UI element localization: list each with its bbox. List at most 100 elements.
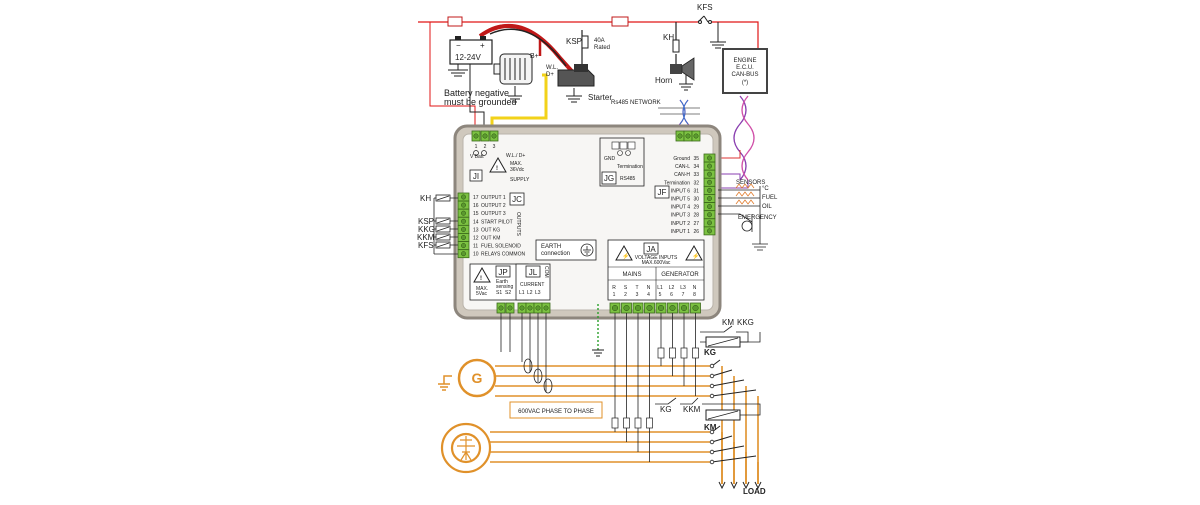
rs485-pin (619, 141, 628, 150)
high-voltage-warning-icon: ⚡ (685, 244, 703, 261)
output-pin-number: 17 (473, 195, 479, 201)
terminal-screw-icon (707, 212, 712, 218)
ji-connector-label: JI (473, 172, 479, 181)
terminal-screw-icon (527, 305, 533, 311)
jl-connector-label: JL (529, 268, 538, 277)
terminal-screw-icon (482, 133, 488, 139)
current-transformer-icon (533, 368, 543, 384)
relay-coil-diagonal (436, 242, 450, 248)
rs485-screw-icon (617, 150, 623, 156)
left-kkg-label: KKG (418, 225, 435, 234)
ja-phase-label: N (693, 285, 697, 291)
jc-connector-label: JC (512, 195, 522, 204)
terminal-screw-icon (707, 228, 712, 234)
load-arrow-icon (754, 481, 762, 490)
input-label: INPUT 6 (671, 188, 690, 194)
svg-text:⚡: ⚡ (692, 252, 699, 260)
alternator-wl-label: W.L. (546, 65, 558, 71)
power-circuit (438, 304, 762, 490)
rs485-gnd-label: GND (604, 156, 616, 162)
contact-point (709, 459, 715, 465)
terminal-screw-icon (707, 179, 712, 185)
ecu-line1: ENGINE (733, 58, 756, 64)
bottom-terminal-block[interactable] (496, 302, 701, 314)
sensor-wiring (718, 183, 768, 251)
ja-pin-number: 4 (647, 292, 650, 298)
kh-top-label: KH (663, 33, 674, 42)
jl-pin-l2: L2 (527, 290, 533, 296)
terminal-screw-icon (491, 133, 497, 139)
fuse-icon (623, 417, 630, 429)
terminal-screw-icon (461, 210, 466, 216)
relay-coil-diagonal (436, 195, 450, 201)
input-pin-number: 28 (693, 213, 699, 219)
jp-max-line2: 5Vac (476, 291, 488, 297)
left-kh-label: KH (420, 194, 431, 203)
engine-ecu-box: ENGINE E.C.U. CAN-BUS (*) (722, 48, 768, 94)
terminal-screw-icon (657, 304, 665, 312)
ecu-line2: E.C.U. (736, 65, 754, 71)
fuse-icon (447, 16, 463, 27)
generator-symbol: G (472, 370, 483, 386)
output-pin-number: 11 (473, 244, 478, 250)
ja-pin-number: 6 (670, 292, 673, 298)
horn-label: Horn (655, 76, 672, 85)
input-pin-number: 27 (693, 221, 699, 227)
left-ksp-label: KSP (418, 217, 434, 226)
ground-icon (438, 375, 452, 391)
fuse-icon (669, 347, 676, 359)
ja-phase-label: R (612, 285, 616, 291)
svg-text:−: − (456, 41, 461, 50)
svg-text:!: ! (496, 166, 498, 172)
input-pin-number: 33 (693, 172, 699, 178)
terminal-screw-icon (461, 194, 466, 200)
relay-rating-line2: Rated (594, 45, 610, 51)
jp-pin-s1: S1 (496, 290, 502, 296)
rs485-screw-icon (625, 150, 631, 156)
terminal-screw-icon (669, 304, 676, 312)
supply-terminal-block[interactable] (471, 130, 499, 142)
load-label: LOAD (743, 487, 766, 496)
output-label: OUT KM (481, 236, 500, 242)
rs485-label: RS485 (620, 176, 636, 182)
input-label: INPUT 3 (671, 213, 690, 219)
terminal-screw-icon (535, 305, 541, 311)
terminal-screw-icon (461, 226, 466, 232)
fuse-icon (680, 347, 688, 359)
output-pin-number: 14 (473, 219, 479, 225)
temp-label: °C (762, 186, 769, 192)
battery-voltage: 12-24V (455, 53, 481, 62)
voltage-inputs-line1: VOLTAGE INPUTS (635, 255, 678, 261)
input-label: INPUT 5 (671, 197, 690, 203)
input-pin-number: 29 (693, 205, 699, 211)
warning-icon: ! (489, 156, 507, 173)
max-36vdc-line2: 36Vdc (510, 167, 525, 173)
ja-pin-number: 2 (624, 292, 627, 298)
terminal-screw-icon (507, 305, 513, 311)
load-arrow-icon (742, 481, 750, 490)
current-transformer-icon (523, 358, 533, 374)
earth-label-line1: EARTH (541, 244, 561, 250)
input-label: INPUT 4 (671, 205, 690, 211)
input-terminal-block[interactable] (703, 153, 716, 236)
km-coil-label: KM (704, 423, 717, 432)
terminal-screw-icon (646, 304, 653, 312)
ecu-line4: (*) (742, 80, 748, 86)
contact-point (709, 449, 715, 455)
kfs-relay-contact-icon (697, 15, 712, 24)
jp-earth-line1: Earth (496, 279, 508, 285)
jp-max-line1: MAX. (476, 286, 488, 292)
terminal-screw-icon (707, 171, 712, 177)
ja-phase-label: T (635, 285, 638, 291)
fuse-icon (634, 417, 642, 429)
terminal-screw-icon (461, 243, 466, 249)
left-kfs-label: KFS (418, 241, 434, 250)
kg-kkm-interlock-contact (655, 397, 761, 416)
minus-icon (481, 150, 487, 156)
contact-point (709, 393, 715, 399)
generator-icon (457, 358, 497, 398)
output-terminal-block[interactable] (457, 192, 470, 259)
generator-label: GENERATOR (661, 272, 699, 278)
rs485-pin (611, 141, 620, 150)
